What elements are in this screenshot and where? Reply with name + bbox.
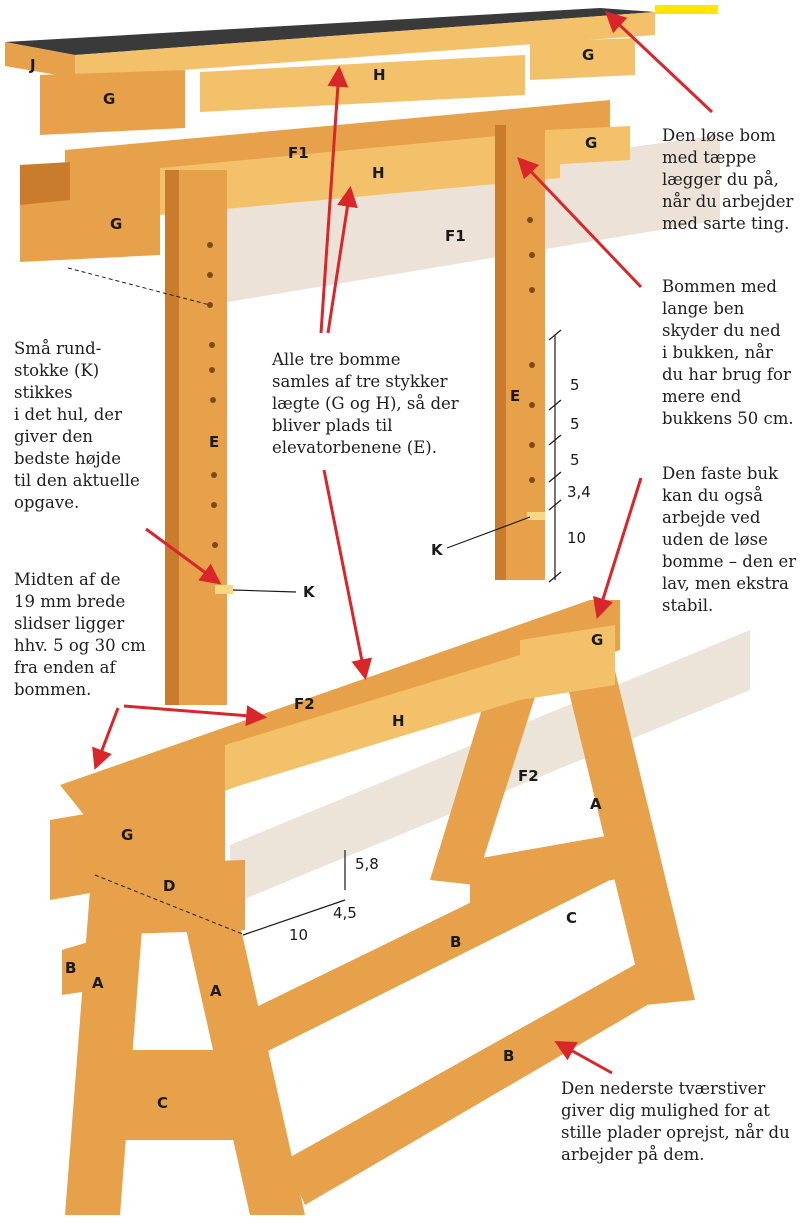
label-g-top-left: G [103,90,115,108]
measure-scale-right [548,329,562,583]
label-f1-back: F1 [288,144,309,162]
label-b-left: B [65,959,76,977]
arrow-long-legs [517,156,643,289]
label-b-middle: B [450,933,461,951]
brace-c-front [85,1050,255,1140]
arrow-bottom-brace [554,1040,613,1075]
label-h-upper: H [372,164,385,182]
measure-10-bottom: 10 [289,926,308,944]
note-dowels: Små rund- stokke (K) stikkes i det hul, … [14,339,140,512]
upper-h-block [160,130,560,215]
arrow-h-top [319,65,349,334]
top-g-right [530,38,635,80]
label-b-bottom: B [503,1047,514,1065]
dowel-right-k [527,512,545,520]
measure-5-8: 5,8 [355,855,379,873]
front-leg-a-right [175,880,305,1215]
arrow-h-lower [322,469,373,681]
label-a-front-left: A [92,974,104,992]
label-g-upper-right: G [585,134,597,152]
upper-g-right [545,126,630,165]
note-three-beams: Alle tre bomme samles af tre stykker læg… [272,350,459,457]
label-k-right: K [431,541,444,559]
yellow-tab [655,5,718,14]
elevator-beam-assembly [20,100,720,705]
measure-4-5: 4,5 [333,904,357,922]
measure-5-a: 5 [570,376,580,394]
arrow-slot-left [92,707,120,770]
label-h-top: H [373,66,386,84]
label-a-front-right: A [210,982,222,1000]
label-c-back: C [566,909,577,927]
label-f2-back: F2 [294,695,315,713]
label-k-left: K [303,583,316,601]
lower-h-block [225,655,520,790]
carpet-strip [5,8,655,55]
measure-scale-bottom [242,850,346,936]
left-leg-holes [207,242,218,548]
lower-g-right [520,625,615,700]
back-leg-a-left [430,650,550,885]
arrow-dowel [145,527,222,585]
loose-top-beam [5,5,718,135]
label-g-lower-left: G [121,826,133,844]
measure-3-4: 3,4 [567,483,591,501]
measure-5-b: 5 [570,415,580,433]
note-long-legs: Bommen med lange ben skyder du ned i buk… [662,277,794,428]
brace-b-left [62,940,95,995]
leader-k-right [446,516,531,549]
label-h-lower: H [392,712,405,730]
arrow-h-upper [326,185,358,334]
fixed-trestle [50,600,750,1215]
arrow-loose-beam [604,11,714,114]
label-f2-front: F2 [518,767,539,785]
top-g-left [40,70,185,135]
leader-k-left [232,589,297,593]
dowel-left-k [215,585,233,594]
measure-10-right: 10 [567,529,586,547]
label-c-front: C [157,1094,168,1112]
note-fixed-trestle: Den faste buk kan du også arbejde ved ud… [662,464,797,615]
top-h-block [200,55,525,112]
note-loose-beam: Den løse bom med tæppe lægger du på, når… [662,126,794,233]
note-bottom-brace: Den nederste tværstiver giver dig muligh… [561,1079,790,1164]
label-e-right: E [510,387,520,405]
label-f1-front: F1 [445,227,466,245]
arrow-slot-right [123,704,268,727]
label-d: D [163,877,175,895]
label-g-lower-right: G [591,631,603,649]
brace-b-middle [240,820,650,1060]
label-a-back: A [590,795,602,813]
arrow-fixed-trestle [593,477,643,620]
note-slots: Midten af de 19 mm brede slidser ligger … [14,570,146,699]
label-e-left: E [209,433,219,451]
right-leg-holes [527,217,535,483]
brace-b-bottom [285,945,690,1205]
label-g-top-right: G [582,46,594,64]
label-g-upper-left: G [110,215,122,233]
label-j: J [29,56,36,74]
measure-5-c: 5 [570,451,580,469]
